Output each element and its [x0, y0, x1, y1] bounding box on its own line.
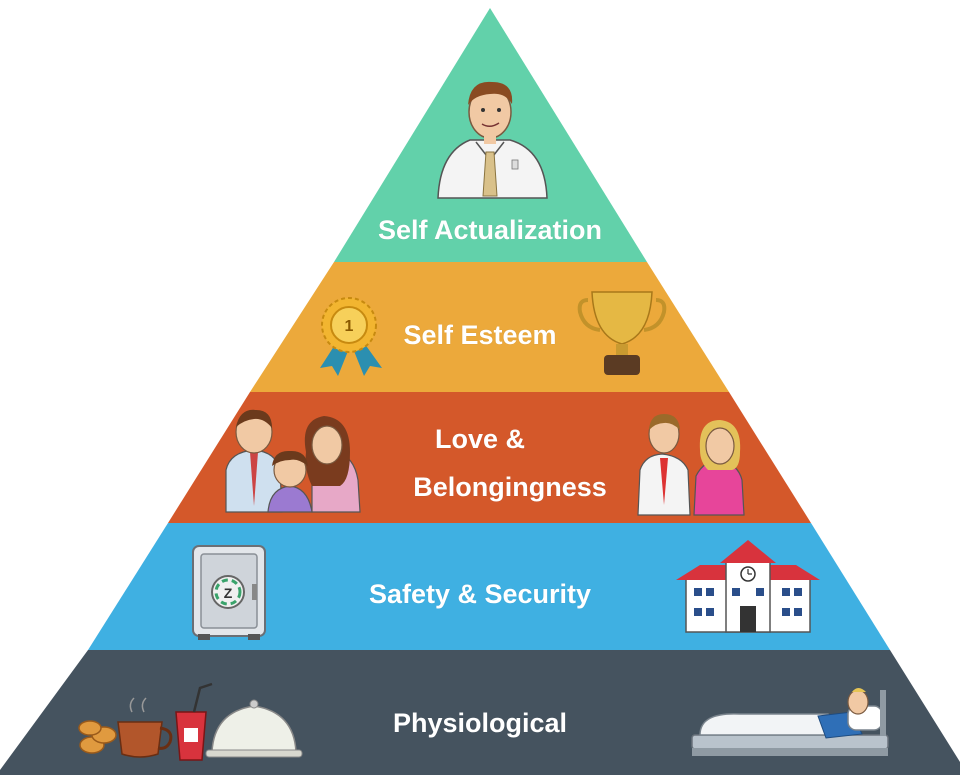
food-drink-icon: [78, 682, 303, 761]
label-self-actualization: Self Actualization: [377, 215, 603, 245]
school-building-icon: [676, 540, 820, 633]
label-love-belongingness-line2: Belongingness: [413, 472, 607, 502]
safe-icon: Z: [192, 545, 266, 640]
svg-text:Z: Z: [224, 585, 233, 601]
trophy-icon: [577, 291, 667, 375]
award-ribbon-icon: 1: [320, 297, 382, 376]
family-icon: [225, 409, 361, 513]
label-self-esteem: Self Esteem: [403, 320, 557, 350]
label-safety-security: Safety & Security: [368, 579, 592, 609]
label-love-belongingness-line1: Love &: [434, 424, 526, 454]
businessman-icon: [437, 81, 548, 199]
couple-icon: [637, 414, 745, 516]
label-physiological: Physiological: [392, 708, 568, 738]
bed-icon: [691, 688, 889, 756]
svg-text:1: 1: [345, 318, 354, 335]
